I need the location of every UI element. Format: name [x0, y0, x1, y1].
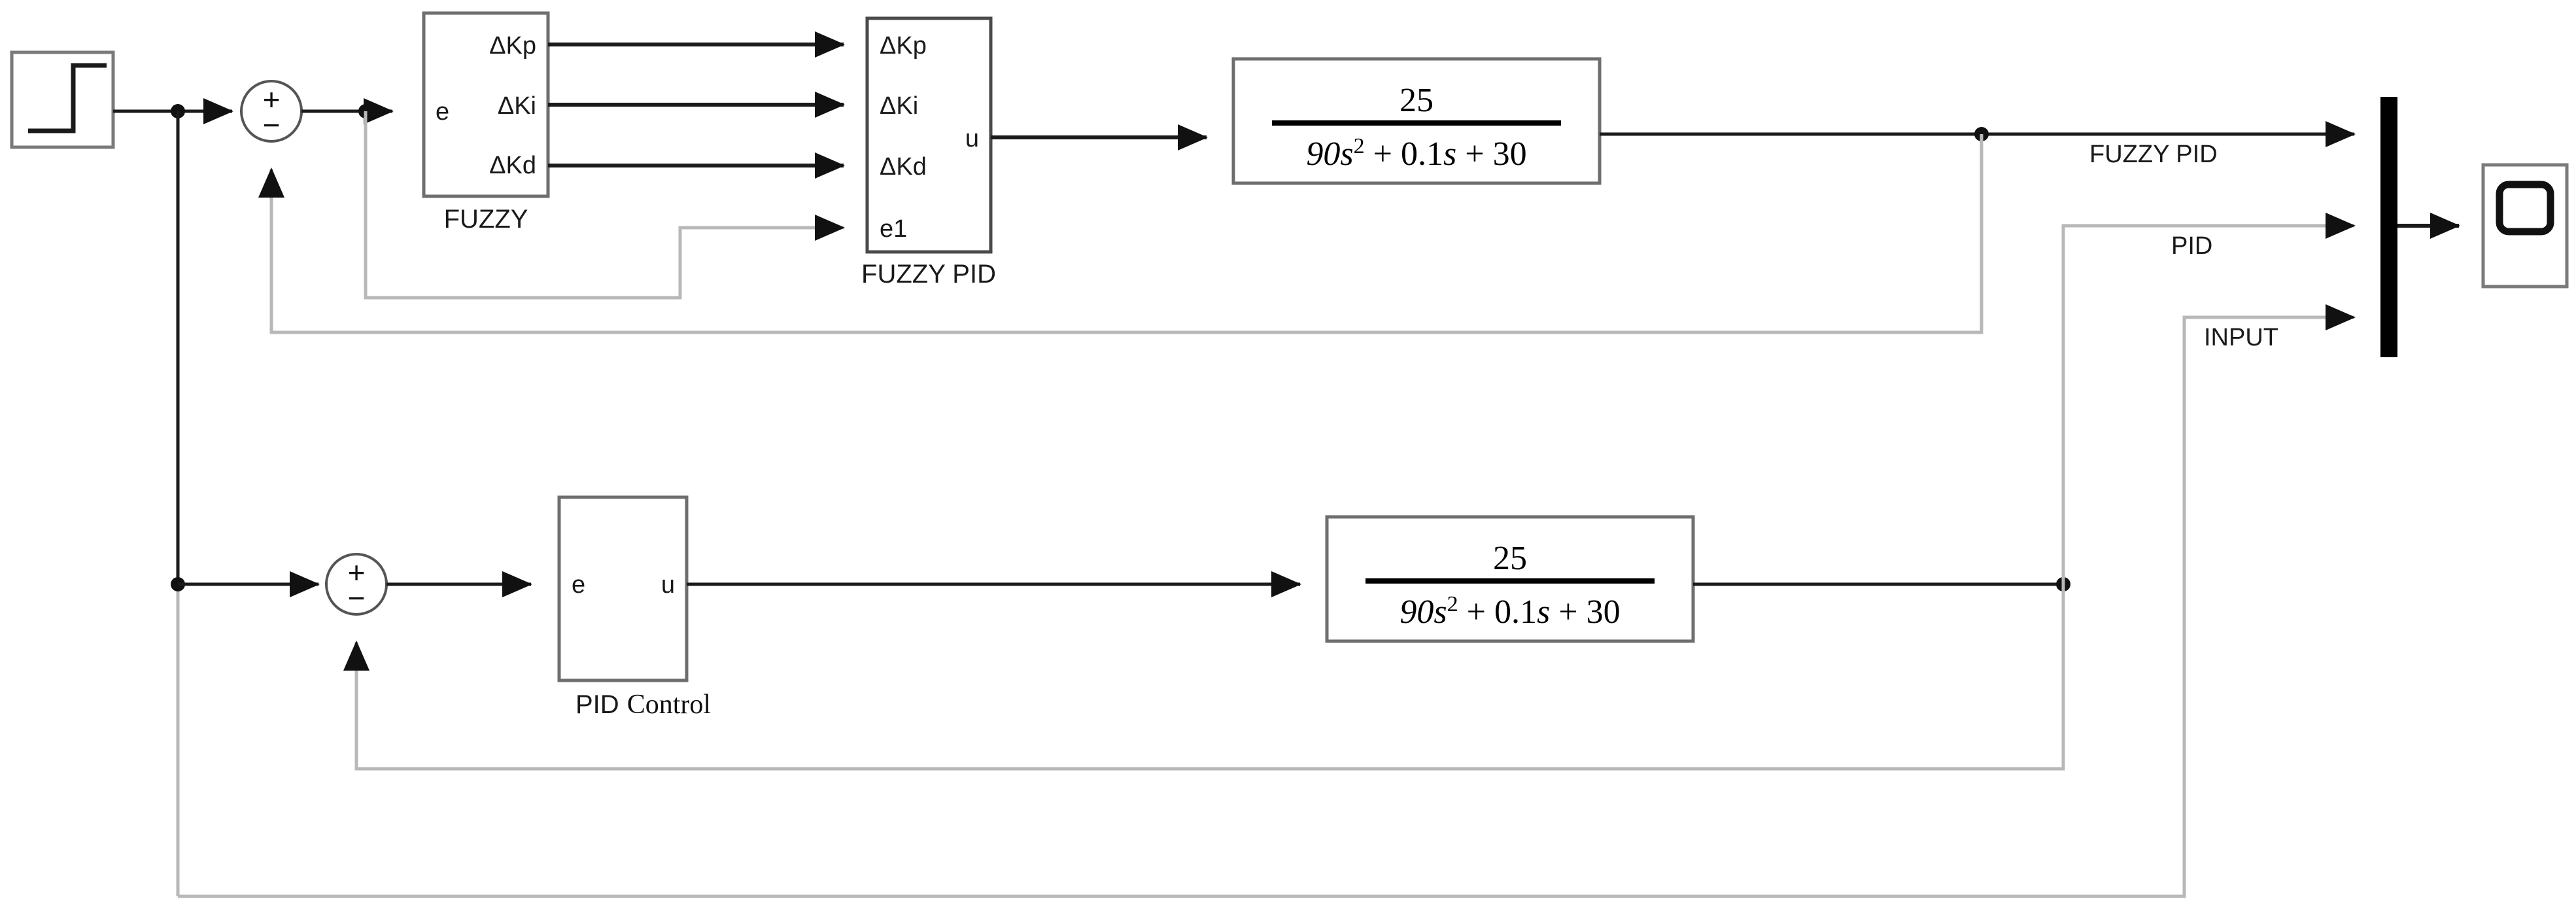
fuzzy-port-dki: ΔKi [498, 92, 536, 120]
fuzzy-block-label: FUZZY [444, 205, 528, 234]
fuzzypid-port-dkp: ΔKp [880, 32, 927, 60]
pid-control-block[interactable]: e u PID Control [557, 495, 711, 720]
fuzzy-block[interactable]: e ΔKp ΔKi ΔKd FUZZY [422, 11, 550, 234]
sum-block-top[interactable]: + − [240, 80, 303, 143]
sum-minus-sign: − [263, 108, 281, 142]
plant-bottom-denominator: 90s2 + 0.1s + 30 [1400, 592, 1620, 631]
wire-step-to-sum-top [113, 98, 233, 124]
sum-block-bottom[interactable]: + − [325, 553, 388, 616]
plant-bottom-block[interactable]: 25 90s2 + 0.1s + 30 [1325, 515, 1695, 643]
pid-label-part2: Control [627, 690, 711, 720]
fuzzypid-port-e1: e1 [880, 215, 907, 243]
pid-port-e: e [572, 571, 585, 599]
plant-top-block[interactable]: 25 90s2 + 0.1s + 30 [1231, 57, 1602, 185]
plant-top-numerator: 25 [1400, 82, 1434, 119]
step-waveform-icon [28, 63, 107, 133]
fuzzy-port-dkp: ΔKp [489, 32, 536, 60]
signal-label-input: INPUT [2204, 324, 2278, 351]
step-source-block[interactable] [10, 50, 115, 149]
wire-plant-top-out [258, 121, 2356, 334]
fuzzy-pid-block-label: FUZZY PID [861, 260, 996, 289]
fuzzypid-port-dki: ΔKi [880, 92, 918, 120]
fuzzy-port-e: e [436, 98, 449, 126]
sum-plus-sign-bottom: + [348, 555, 366, 589]
plant-bottom-numerator: 25 [1493, 540, 1527, 577]
sum-plus-sign: + [263, 82, 281, 116]
wire-input-to-mux [178, 304, 2356, 898]
sum-minus-sign-bottom: − [348, 581, 366, 615]
scope-icon [2496, 181, 2554, 236]
pid-port-u: u [661, 571, 675, 599]
wire-sum-top-to-fuzzy [301, 98, 845, 300]
fuzzy-pid-block[interactable]: ΔKp ΔKi ΔKd e1 u FUZZY PID [861, 16, 996, 289]
fuzzypid-port-dkd: ΔKd [880, 153, 927, 181]
fuzzy-port-dkd: ΔKd [489, 152, 536, 179]
pid-control-block-label: PID Control [575, 690, 711, 720]
mux-block[interactable] [2380, 97, 2397, 357]
scope-block[interactable] [2481, 163, 2569, 289]
pid-label-part1: PID [575, 690, 619, 719]
wire-step-branch-down [171, 111, 320, 896]
signal-label-pid: PID [2171, 232, 2212, 260]
signal-label-fuzzy-pid: FUZZY PID [2089, 141, 2218, 168]
plant-top-denominator: 90s2 + 0.1s + 30 [1306, 134, 1526, 173]
wire-plant-bottom-out [343, 213, 2356, 771]
fuzzypid-port-u: u [965, 125, 979, 152]
